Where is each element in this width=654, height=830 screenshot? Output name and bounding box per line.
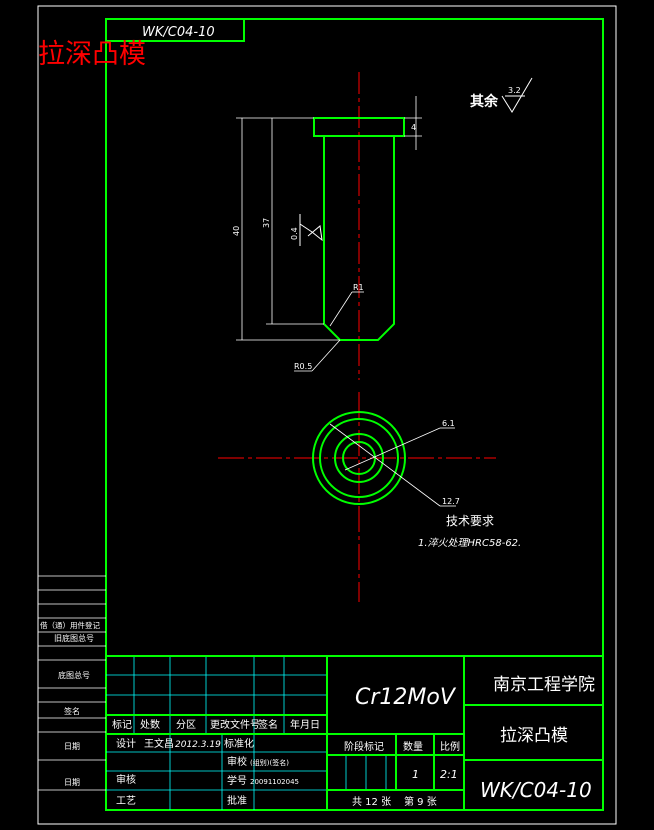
process-label: 工艺: [116, 795, 136, 807]
dim-thickness-text: 4: [411, 123, 416, 132]
code-box-text: WK/C04-10: [142, 25, 215, 40]
outer-circle-inner: [319, 418, 399, 498]
title-block-grid: [106, 656, 387, 810]
leader-inner-dia: [344, 427, 441, 471]
dim-overall-length-text: 40: [232, 226, 241, 236]
design-label: 设计: [116, 737, 136, 750]
outer-circle: [312, 411, 406, 505]
header-date: 年月日: [290, 718, 320, 731]
code-box: [105, 18, 245, 42]
side-roughness-icon: [299, 214, 323, 246]
leader-outer-dia: [329, 423, 441, 507]
student-label: 学号: [227, 774, 247, 787]
group-label: (组别)(签名): [250, 758, 289, 767]
tech-req-title: 技术要求: [446, 514, 494, 528]
approve-label: 批准: [227, 794, 247, 807]
roughness-symbol-icon: [501, 77, 533, 113]
dim-overall-length: [236, 117, 340, 341]
left-strip-cell1: 借（通）用件登记: [40, 620, 100, 630]
weight-label: 数量: [403, 740, 423, 753]
surface-finish-label: 其余: [470, 93, 499, 110]
design-date: 2012.3.19: [175, 740, 221, 750]
header-zone: 分区: [176, 719, 196, 731]
punch-head: [313, 117, 405, 137]
overlay-title: 拉深凸模: [38, 39, 146, 70]
dim-thickness: [404, 96, 422, 150]
left-strip-cell3: 底图总号: [58, 670, 90, 680]
punch-body: [323, 136, 395, 341]
sheet-number: 第 9 张: [404, 795, 437, 808]
fillet-r1-text: R1: [353, 283, 364, 292]
left-strip-cell2: 旧底图总号: [54, 633, 94, 643]
part-name: 拉深凸模: [500, 726, 568, 746]
left-strip-cell4: 签名: [64, 706, 80, 716]
left-strip-cell5: 日期: [64, 742, 80, 751]
school-name: 南京工程学院: [493, 675, 595, 695]
sheet-border: [37, 5, 617, 825]
scale-label: 比例: [440, 740, 460, 753]
inner-dia-text: 6.1: [442, 419, 455, 428]
dim-shank-length: [266, 118, 324, 325]
header-count: 处数: [140, 718, 160, 731]
standardize-label: 标准化: [224, 737, 254, 750]
header-change-doc: 更改文件号: [210, 718, 260, 731]
proof-label: 审校: [227, 755, 247, 768]
outer-dia-text: 12.7: [442, 497, 460, 506]
sheet-total: 共 12 张: [352, 796, 391, 808]
leader-r1: [329, 291, 353, 327]
material-text: Cr12MoV: [355, 685, 457, 710]
header-signature: 签名: [258, 718, 278, 731]
dim-shank-length-text: 37: [262, 218, 271, 228]
student-id: 20091102045: [250, 778, 299, 786]
title-block-frame: [106, 655, 603, 810]
leader-r05: [311, 339, 341, 372]
check-label: 审核: [116, 773, 136, 786]
drawing-frame: [105, 18, 604, 811]
left-strip-cell6: 日期: [64, 778, 80, 787]
fillet-r05-text: R0.5: [294, 362, 312, 371]
scale-value: 2:1: [440, 768, 458, 781]
tech-req-item: 1.淬火处理HRC58-62.: [418, 537, 521, 549]
surface-finish-value: 3.2: [508, 86, 521, 95]
stage-label: 阶段标记: [344, 740, 384, 753]
drawing-code: WK/C04-10: [480, 778, 592, 802]
left-strip-grid: [38, 575, 106, 791]
header-mark: 标记: [112, 719, 132, 731]
middle-circle: [334, 433, 384, 483]
side-roughness-text: 0.4: [290, 227, 299, 240]
designer-name: 王文昌: [144, 737, 174, 750]
weight-value: 1: [412, 768, 419, 781]
